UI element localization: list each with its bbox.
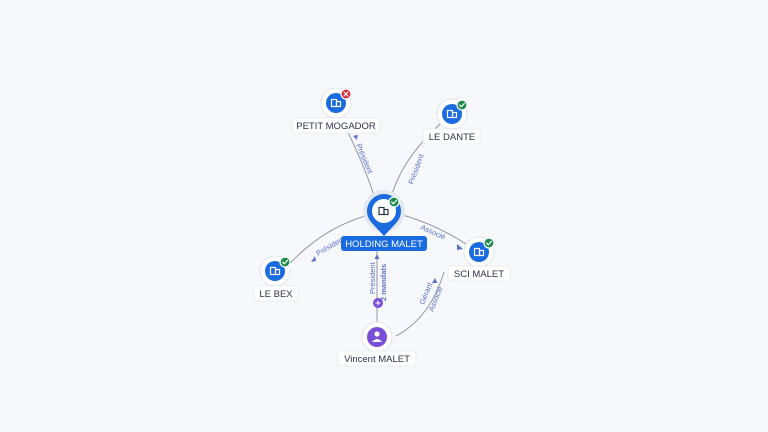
node-petit-mogador[interactable]: PETIT MOGADOR: [291, 87, 381, 134]
edge-arrow: [374, 254, 380, 259]
node-vincent-malet[interactable]: Vincent MALET: [337, 321, 417, 367]
node-label-le-bex: LE BEX: [259, 289, 293, 300]
person-icon: [372, 331, 382, 342]
status-active-icon: [279, 256, 291, 268]
status-active-icon: [483, 237, 495, 249]
node-label-holding-malet: HOLDING MALET: [345, 239, 423, 250]
node-label-petit-mogador: PETIT MOGADOR: [296, 121, 376, 132]
edge-arrow: [457, 244, 463, 250]
edge-label-dante: Président: [406, 152, 426, 186]
edge-arrow: [353, 134, 358, 140]
status-active-icon: [388, 196, 400, 208]
edge-label-person-holding: Président: [368, 261, 377, 294]
company-icon: [269, 266, 281, 276]
node-label-le-dante: LE DANTE: [429, 132, 475, 143]
node-holding-malet[interactable]: HOLDING MALET: [341, 190, 427, 251]
node-sci-malet[interactable]: SCI MALET: [447, 236, 511, 282]
edge-person-holding: Président 2 mandats: [368, 250, 388, 322]
company-icon: [473, 247, 485, 257]
edge-arrow: [311, 256, 316, 262]
status-active-icon: [456, 99, 468, 111]
node-label-vincent-malet: Vincent MALET: [344, 354, 410, 365]
company-icon: [330, 98, 342, 108]
edge-extra-person-holding: 2 mandats: [379, 264, 388, 301]
node-le-dante[interactable]: LE DANTE: [422, 98, 482, 145]
node-label-sci-malet: SCI MALET: [454, 269, 504, 280]
status-closed-icon: [340, 88, 352, 100]
node-le-bex[interactable]: LE BEX: [253, 255, 299, 302]
edge-person-sci: Gérant Associé: [395, 271, 445, 337]
company-icon: [378, 206, 389, 216]
company-icon: [446, 109, 458, 119]
edge-arrow: [432, 278, 438, 283]
